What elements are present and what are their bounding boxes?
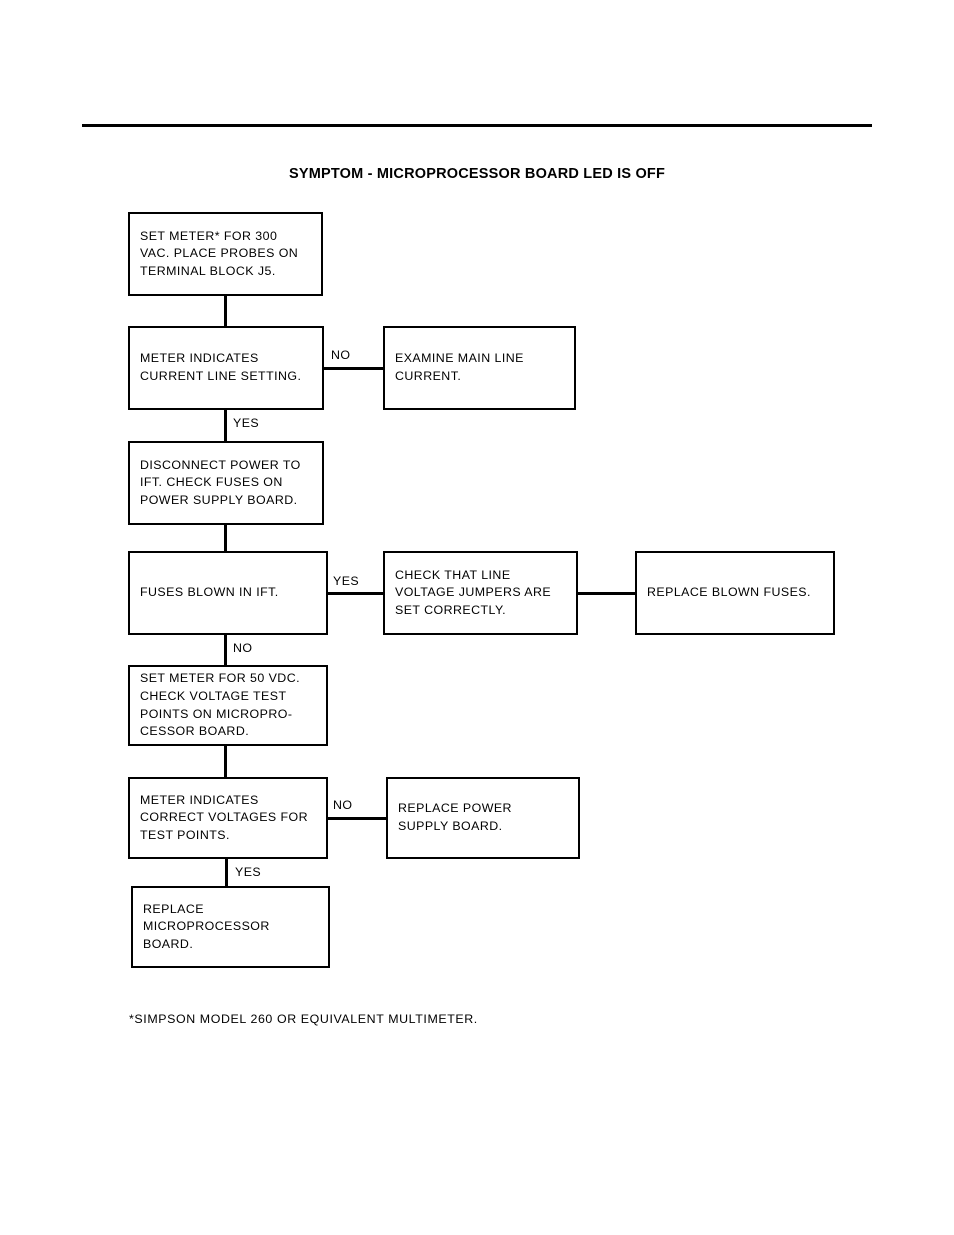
flow-node-check-line-voltage-jumpers[interactable]: CHECK THAT LINE VOLTAGE JUMPERS ARE SET …	[383, 551, 578, 635]
edge-label-n9-yes: YES	[235, 865, 262, 879]
footnote-multimeter: *SIMPSON MODEL 260 OR EQUIVALENT MULTIME…	[129, 1012, 478, 1026]
connector-n4-to-n5	[224, 523, 227, 553]
flow-node-replace-microprocessor-board[interactable]: REPLACE MICROPROCESSOR BOARD.	[131, 886, 330, 968]
flow-node-text: METER INDICATES CURRENT LINE SETTING.	[140, 351, 302, 383]
flow-node-replace-power-supply-board[interactable]: REPLACE POWER SUPPLY BOARD.	[386, 777, 580, 859]
header-divider-rule	[82, 124, 872, 127]
connector-n6-to-n7	[576, 592, 637, 595]
flow-node-text: EXAMINE MAIN LINE CURRENT.	[395, 351, 524, 383]
connector-n9-to-n11	[225, 857, 228, 888]
flow-node-fuses-blown-in-ift[interactable]: FUSES BLOWN IN IFT.	[128, 551, 328, 635]
connector-n2-to-n4	[224, 408, 227, 443]
edge-label-n5-yes: YES	[333, 574, 360, 588]
flow-node-text: CHECK THAT LINE VOLTAGE JUMPERS ARE SET …	[395, 567, 552, 617]
flow-node-set-meter-300vac[interactable]: SET METER* FOR 300 VAC. PLACE PROBES ON …	[128, 212, 323, 296]
connector-n9-to-n10	[326, 817, 388, 820]
edge-label-n5-no: NO	[233, 641, 253, 655]
flow-node-text: FUSES BLOWN IN IFT.	[140, 585, 279, 600]
edge-label-n9-no: NO	[333, 798, 353, 812]
connector-n1-to-n2	[224, 294, 227, 328]
page-title: SYMPTOM - MICROPROCESSOR BOARD LED IS OF…	[288, 166, 666, 182]
connector-n8-to-n9	[224, 744, 227, 779]
edge-label-n2-no: NO	[331, 348, 351, 362]
flow-node-meter-indicates-correct-voltages[interactable]: METER INDICATES CORRECT VOLTAGES FOR TES…	[128, 777, 328, 859]
flow-node-examine-main-line-current[interactable]: EXAMINE MAIN LINE CURRENT.	[383, 326, 576, 410]
flow-node-text: REPLACE BLOWN FUSES.	[647, 585, 811, 600]
flow-node-text: REPLACE MICROPROCESSOR BOARD.	[143, 901, 270, 951]
flow-node-text: SET METER FOR 50 VDC. CHECK VOLTAGE TEST…	[140, 671, 301, 739]
flow-node-disconnect-power-check-fuses[interactable]: DISCONNECT POWER TO IFT. CHECK FUSES ON …	[128, 441, 324, 525]
flow-node-meter-indicates-current-line-setting[interactable]: METER INDICATES CURRENT LINE SETTING.	[128, 326, 324, 410]
connector-n5-to-n8	[224, 633, 227, 667]
connector-n5-to-n6	[326, 592, 385, 595]
flow-node-text: METER INDICATES CORRECT VOLTAGES FOR TES…	[140, 792, 309, 842]
flow-node-set-meter-50vdc[interactable]: SET METER FOR 50 VDC. CHECK VOLTAGE TEST…	[128, 665, 328, 746]
edge-label-n2-yes: YES	[233, 416, 260, 430]
flow-node-text: REPLACE POWER SUPPLY BOARD.	[398, 801, 512, 833]
connector-n2-to-n3	[322, 367, 385, 370]
flow-node-text: DISCONNECT POWER TO IFT. CHECK FUSES ON …	[140, 457, 301, 507]
flow-node-replace-blown-fuses[interactable]: REPLACE BLOWN FUSES.	[635, 551, 835, 635]
flow-node-text: SET METER* FOR 300 VAC. PLACE PROBES ON …	[140, 228, 299, 278]
